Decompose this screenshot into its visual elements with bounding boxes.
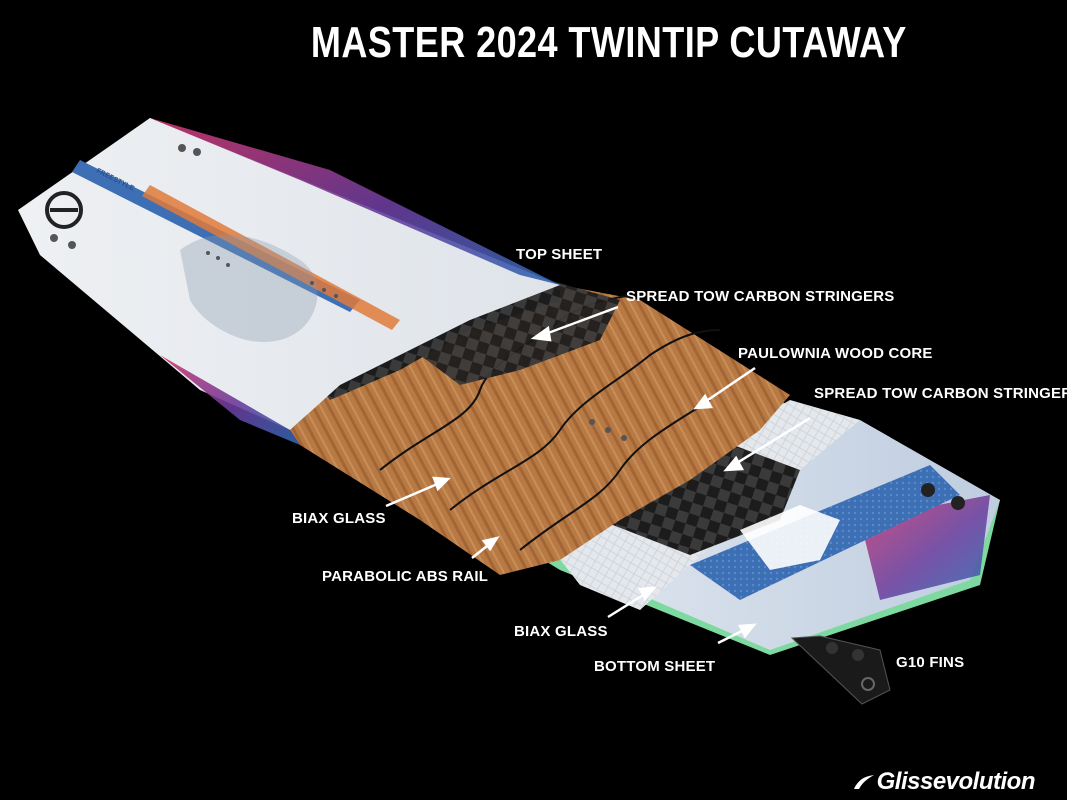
label-bottom-sheet: BOTTOM SHEET <box>594 658 716 675</box>
arrow-carbon-stringers <box>539 305 619 338</box>
brand-logo: Glissevolution <box>853 768 1036 796</box>
footstrap-inserts <box>50 144 627 441</box>
page-title-text: MASTER 2024 TWINTIP CUTAWAY <box>310 18 907 67</box>
arrowhead-wood-core <box>693 393 714 410</box>
wood-cut-line-3 <box>519 399 711 551</box>
top-sheet-pink-edge <box>150 118 560 285</box>
label-biax-glass-upper: BIAX GLASS <box>292 510 386 527</box>
carbon-stringer-upper-2 <box>400 275 620 385</box>
page-title: MASTER 2024 TWINTIP CUTAWAY <box>110 18 985 68</box>
label-parabolic-abs-rail: PARABOLIC ABS RAIL <box>322 568 489 585</box>
arrowhead-carbon-stringer <box>723 455 745 472</box>
label-spread-tow-carbon-stringer: SPREAD TOW CARBON STRINGER <box>814 385 1067 402</box>
label-biax-glass-lower: BIAX GLASS <box>514 623 608 640</box>
arrow-wood-core <box>701 366 756 406</box>
label-spread-tow-carbon-stringers: SPREAD TOW CARBON STRINGERS <box>626 288 895 305</box>
g10-fin-icon <box>790 635 891 705</box>
brand-name: Glissevolution <box>876 768 1036 795</box>
arrowhead-abs-rail <box>481 536 500 552</box>
label-g10-fins: G10 FINS <box>896 654 965 671</box>
arrowhead-biax-glass-upper <box>432 476 451 492</box>
arrowhead-biax-glass-lower <box>638 586 657 602</box>
top-sheet-smoke-graphic <box>180 234 318 342</box>
top-sheet-pink-lower <box>160 355 300 445</box>
bottom-logo-shape <box>740 505 840 570</box>
label-top-sheet: TOP SHEET <box>516 246 603 263</box>
arrow-biax-glass-upper <box>385 480 443 508</box>
top-sheet-orange-stripe <box>142 185 400 330</box>
brand-swoosh-icon <box>853 775 874 789</box>
board-logo-icon <box>45 191 83 229</box>
arrowhead-bottom-sheet <box>738 623 757 639</box>
arrow-carbon-stringer <box>731 416 811 468</box>
label-paulownia-wood-core: PAULOWNIA WOOD CORE <box>738 345 933 362</box>
arrowhead-carbon-stringers <box>530 325 552 342</box>
callout-arrows <box>385 305 811 645</box>
arrow-biax-glass-lower <box>607 590 649 619</box>
wood-cut-line-2 <box>449 329 721 511</box>
bottom-fin-screws <box>921 483 965 510</box>
